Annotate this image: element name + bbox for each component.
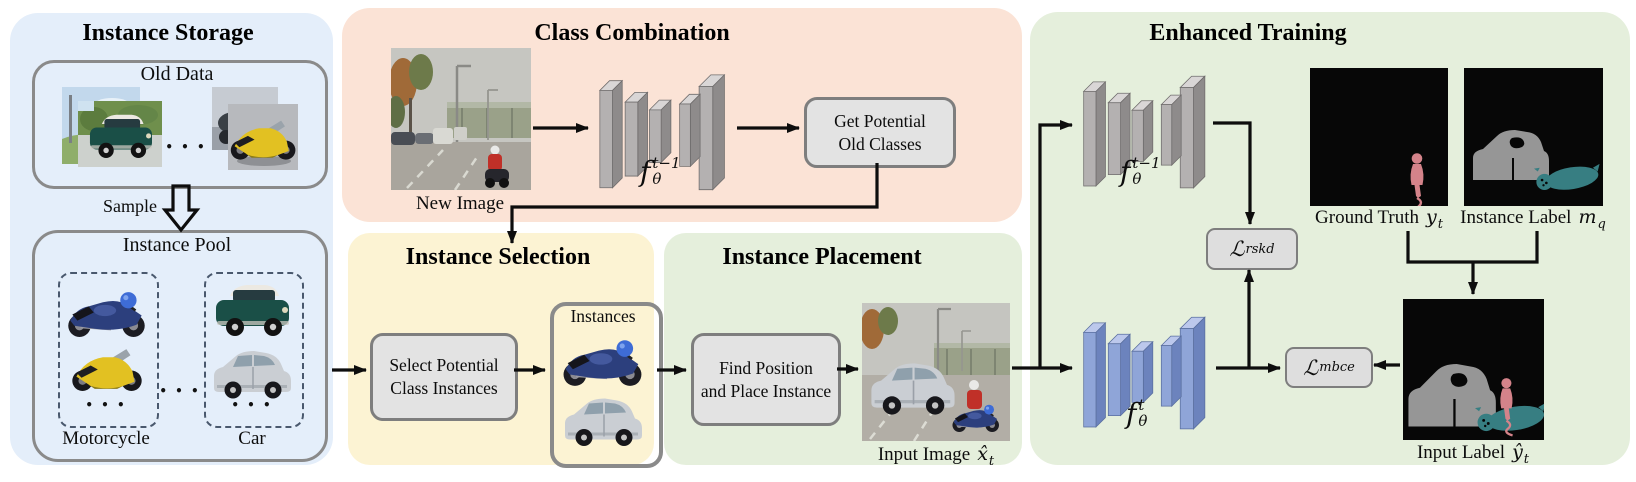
motorcycle-group-box [58, 272, 159, 428]
instances-car-image [564, 397, 643, 447]
pool-motorcycle-blue-image [66, 290, 147, 339]
class-combination-title: Class Combination [534, 20, 730, 46]
instances-box [550, 302, 663, 468]
motorcycle-group-ellipsis: • • • [85, 398, 127, 412]
pool-middle-ellipsis: • • • [159, 384, 201, 398]
input-image-photo [862, 303, 1010, 441]
input-image-math: x̂t [977, 443, 995, 469]
instance-pool-title: Instance Pool [122, 234, 232, 256]
instance-label-caption: Instance Label mq [1460, 206, 1606, 232]
instance-selection-title: Instance Selection [405, 244, 591, 270]
motorcycle-group-label: Motorcycle [62, 428, 150, 449]
ground-truth-math: yt [1426, 206, 1443, 232]
old-data-ellipsis: • • • [165, 140, 207, 154]
ground-truth-caption: Ground Truth yt [1315, 206, 1443, 232]
instance-label-math: mq [1578, 206, 1606, 232]
get-potential-old-classes-box: Get Potential Old Classes [804, 97, 956, 168]
input-label-image [1403, 299, 1544, 440]
car-group-label: Car [238, 428, 266, 449]
instances-title: Instances [570, 306, 636, 326]
select-potential-class-instances-box: Select Potential Class Instances [370, 333, 518, 421]
find-position-box: Find Position and Place Instance [691, 333, 841, 426]
new-image-photo [391, 48, 531, 190]
new-image-caption: New Image [415, 193, 505, 214]
old-data-car-photo [78, 101, 162, 167]
input-label-caption: Input Label ŷt [1416, 441, 1530, 467]
enhanced-training-title: Enhanced Training [1149, 20, 1347, 46]
pool-car-silver-image [213, 350, 292, 399]
pool-motorcycle-yellow-image [72, 349, 142, 391]
sample-label: Sample [103, 196, 157, 216]
input-image-caption: Input Image x̂t [877, 443, 995, 469]
instances-motorcycle-image [561, 338, 643, 388]
current-model-network-icon [1083, 317, 1205, 429]
old-data-yellow-bike-photo [228, 104, 298, 170]
input-label-math: ŷt [1512, 441, 1530, 467]
instance-placement-title: Instance Placement [722, 244, 922, 270]
car-group-box [204, 272, 304, 428]
ground-truth-image [1310, 68, 1448, 206]
instance-storage-title: Instance Storage [82, 20, 254, 46]
pool-car-teal-image [216, 285, 289, 336]
old-data-title: Old Data [140, 63, 214, 85]
car-group-ellipsis: • • • [231, 398, 273, 412]
instance-label-image [1464, 68, 1603, 206]
